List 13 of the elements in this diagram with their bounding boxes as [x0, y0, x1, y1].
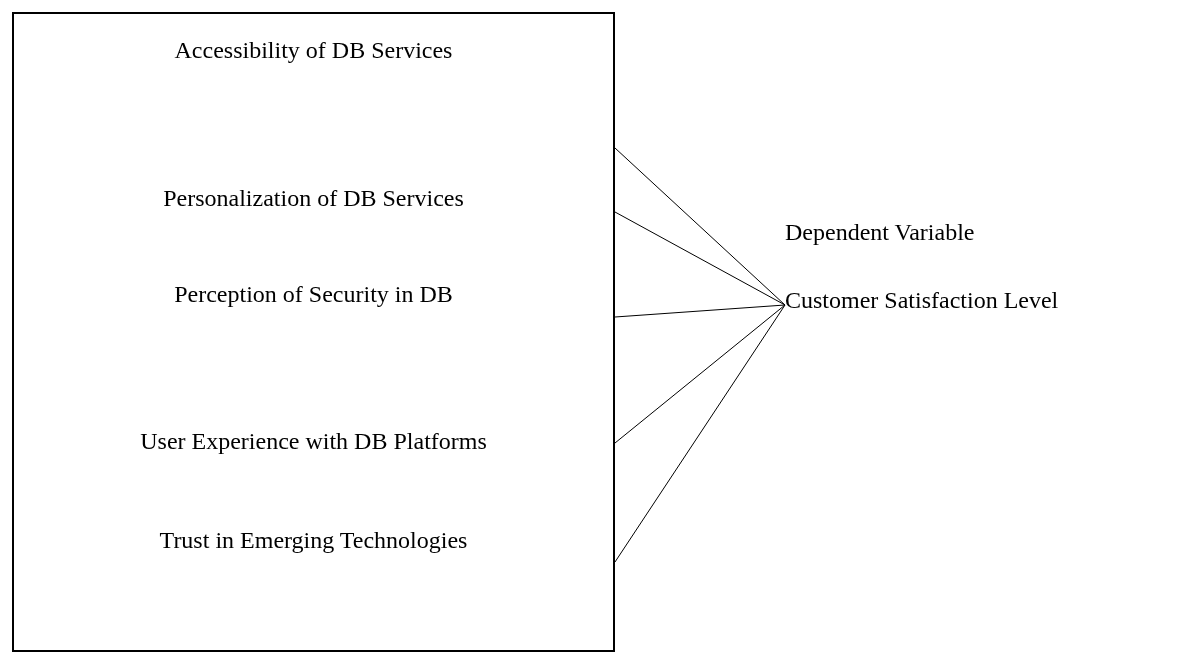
variable-label: User Experience with DB Platforms	[139, 427, 488, 455]
variable-label: Trust in Emerging Technologies	[158, 526, 469, 554]
connector-line	[614, 147, 786, 306]
connector-line	[614, 304, 786, 444]
variable-group-frame	[12, 12, 615, 652]
variable-label: Perception of Security in DB	[173, 280, 454, 308]
connector-line	[614, 304, 786, 563]
variable-label: Personalization of DB Services	[162, 184, 465, 212]
variable-label: Dependent Variable	[785, 218, 976, 246]
connector-line	[614, 211, 786, 306]
variable-label: Accessibility of DB Services	[173, 36, 454, 64]
connector-line	[614, 304, 786, 318]
variable-label: Customer Satisfaction Level	[785, 286, 1059, 314]
